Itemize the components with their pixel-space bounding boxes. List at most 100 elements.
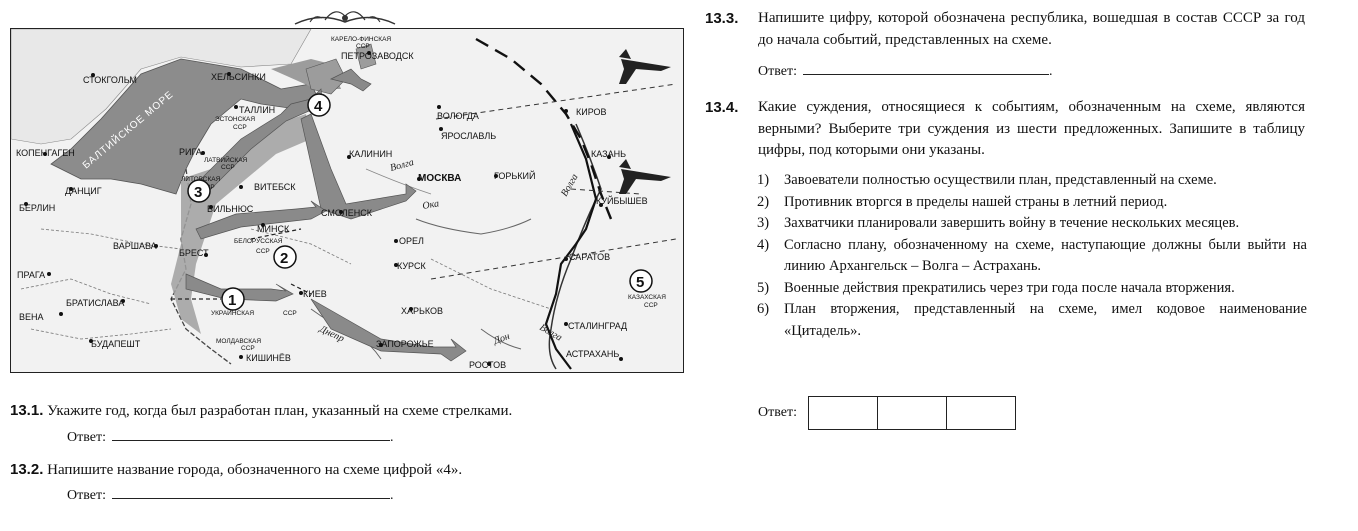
answer-13-4-label: Ответ: <box>758 405 797 420</box>
city-yaroslavl: ЯРОСЛАВЛЬ <box>441 131 496 141</box>
svg-text:ССР: ССР <box>283 310 297 317</box>
attack-arrows <box>185 68 467 362</box>
city-kursk: КУРСК <box>397 261 426 271</box>
city-vologda: ВОЛОГДА <box>437 111 479 121</box>
svg-text:УКРАИНСКАЯ: УКРАИНСКАЯ <box>211 310 254 317</box>
svg-text:1: 1 <box>228 292 236 309</box>
city-kharkov: ХАРЬКОВ <box>401 306 443 316</box>
city-kuibyshev: КУЙБЫШЕВ <box>596 195 648 206</box>
river-oka: Ока <box>422 198 440 212</box>
marker-1: 1 <box>221 287 245 311</box>
city-rostov: РОСТОВ <box>469 360 506 370</box>
city-minsk: МИНСК <box>257 224 290 234</box>
city-bratislava: БРАТИСЛАВА <box>66 298 124 308</box>
svg-text:2: 2 <box>280 250 288 267</box>
svg-text:БЕЛОРУССКАЯ: БЕЛОРУССКАЯ <box>234 238 283 245</box>
city-moscow: МОСКВА <box>418 173 461 184</box>
marker-4: 4 <box>307 93 331 117</box>
question-13-4: 13.4. Какие суждения, относящиеся к собы… <box>705 97 1305 162</box>
option-item: 5)Военные действия прекратились через тр… <box>757 279 1235 296</box>
answer-label: Ответ: <box>67 430 106 445</box>
svg-text:ССР: ССР <box>356 43 370 50</box>
svg-text:4: 4 <box>314 98 323 115</box>
marker-2: 2 <box>273 245 297 269</box>
svg-text:ССР: ССР <box>241 345 255 352</box>
answer-input-13-3[interactable] <box>802 62 1049 75</box>
city-vienna: ВЕНА <box>19 312 44 322</box>
option-item: 2)Противник вторгся в пределы нашей стра… <box>757 193 1168 210</box>
svg-text:КАРЕЛО-ФИНСКАЯ: КАРЕЛО-ФИНСКАЯ <box>331 36 391 43</box>
svg-text:3: 3 <box>194 184 202 201</box>
option-item: 3)Захватчики планировали завершить войну… <box>757 215 1240 231</box>
answer-input-13-1[interactable] <box>111 428 390 441</box>
answer-13-2: Ответ:. <box>67 486 394 503</box>
question-number: 13.1. <box>10 402 44 419</box>
svg-text:5: 5 <box>636 274 644 291</box>
city-smolensk: СМОЛЕНСК <box>321 208 373 218</box>
answer-label: Ответ: <box>67 488 106 503</box>
city-berlin: БЕРЛИН <box>19 203 55 213</box>
city-saratov: САРАТОВ <box>569 252 610 262</box>
barbarossa-map: СТОКГОЛЬМ ХЕЛЬСИНКИ КАРЕЛО-ФИНСКАЯ ССР П… <box>10 28 684 373</box>
question-number: 13.3. <box>705 10 739 27</box>
answer-label: Ответ: <box>758 64 797 79</box>
city-petrozavodsk: ПЕТРОЗАВОДСК <box>341 51 414 61</box>
city-riga: РИГА <box>179 147 202 157</box>
city-tallin: ТАЛЛИН <box>239 105 275 115</box>
question-13-2: 13.2. Напишите название города, обозначе… <box>10 459 690 481</box>
svg-text:МОЛДАВСКАЯ: МОЛДАВСКАЯ <box>216 338 261 345</box>
option-item: 4)Согласно плану, обозначенному на схеме… <box>757 236 1307 275</box>
city-astrakhan: АСТРАХАНЬ <box>566 349 619 359</box>
question-13-1: 13.1. Укажите год, когда был разработан … <box>10 400 690 422</box>
city-kazan: КАЗАНЬ <box>591 149 626 159</box>
svg-text:ЭСТОНСКАЯ: ЭСТОНСКАЯ <box>215 116 255 123</box>
question-text: Напишите цифру, которой обозначена респу… <box>758 10 1305 48</box>
svg-text:ССР: ССР <box>644 302 658 309</box>
city-danzig: ДАНЦИГ <box>65 186 102 196</box>
question-number: 13.2. <box>10 461 44 478</box>
city-kishinev: КИШИНЁВ <box>246 353 291 363</box>
city-stalingrad: СТАЛИНГРАД <box>568 321 627 331</box>
svg-text:ССР: ССР <box>256 248 270 255</box>
city-zaporozhye: ЗАПОРОЖЬЕ <box>376 339 434 349</box>
option-item: 6)План вторжения, представленный на схем… <box>757 301 1307 339</box>
lake-area <box>305 58 347 95</box>
city-gorky: ГОРЬКИЙ <box>494 170 535 181</box>
city-kirov: КИРОВ <box>576 107 607 117</box>
city-copenhagen: КОПЕНГАГЕН <box>16 148 75 158</box>
option-item: 1)Завоеватели полностью осуществили план… <box>757 172 1217 188</box>
svg-text:ССР: ССР <box>233 124 247 131</box>
city-helsinki: ХЕЛЬСИНКИ <box>211 72 266 82</box>
map-drawing: СТОКГОЛЬМ ХЕЛЬСИНКИ КАРЕЛО-ФИНСКАЯ ССР П… <box>11 29 677 370</box>
question-text: Укажите год, когда был разработан план, … <box>47 403 513 419</box>
answer-grid-13-4 <box>808 396 1016 430</box>
options-list: 1)Завоеватели полностью осуществили план… <box>757 170 1307 342</box>
city-prague: ПРАГА <box>17 270 45 280</box>
answer-input-13-2[interactable] <box>111 486 390 499</box>
marker-3: 3 <box>187 179 211 203</box>
answer-13-3: Ответ:. <box>758 62 1053 79</box>
city-vilnius: ВИЛЬНЮС <box>207 204 254 214</box>
question-text: Какие суждения, относящиеся к событиям, … <box>758 99 1305 158</box>
city-stockholm: СТОКГОЛЬМ <box>83 75 137 85</box>
city-brest: БРЕСТ <box>179 248 209 258</box>
city-orel: ОРЕЛ <box>399 236 424 246</box>
river-volga: Волга <box>559 172 581 198</box>
answer-cell-3[interactable] <box>947 397 1015 429</box>
city-kiev: КИЕВ <box>303 289 327 299</box>
airplane-icon <box>619 159 671 194</box>
question-text: Напишите название города, обозначенного … <box>47 462 463 478</box>
answer-cell-1[interactable] <box>809 397 878 429</box>
baltic-sea-area <box>50 58 322 195</box>
svg-text:ЛАТВИЙСКАЯ: ЛАТВИЙСКАЯ <box>204 155 248 164</box>
question-13-3: 13.3. Напишите цифру, которой обозначена… <box>705 8 1305 51</box>
city-budapest: БУДАПЕШТ <box>91 339 141 349</box>
marker-5: 5 <box>629 269 653 293</box>
city-warsaw: ВАРШАВА <box>113 241 157 251</box>
ornament-icon <box>294 11 396 25</box>
city-vitebsk: ВИТЕБСК <box>254 182 296 192</box>
question-number: 13.4. <box>705 99 739 116</box>
river-volga: Волга <box>538 322 564 344</box>
river-volga: Волга <box>389 157 415 174</box>
answer-cell-2[interactable] <box>878 397 947 429</box>
